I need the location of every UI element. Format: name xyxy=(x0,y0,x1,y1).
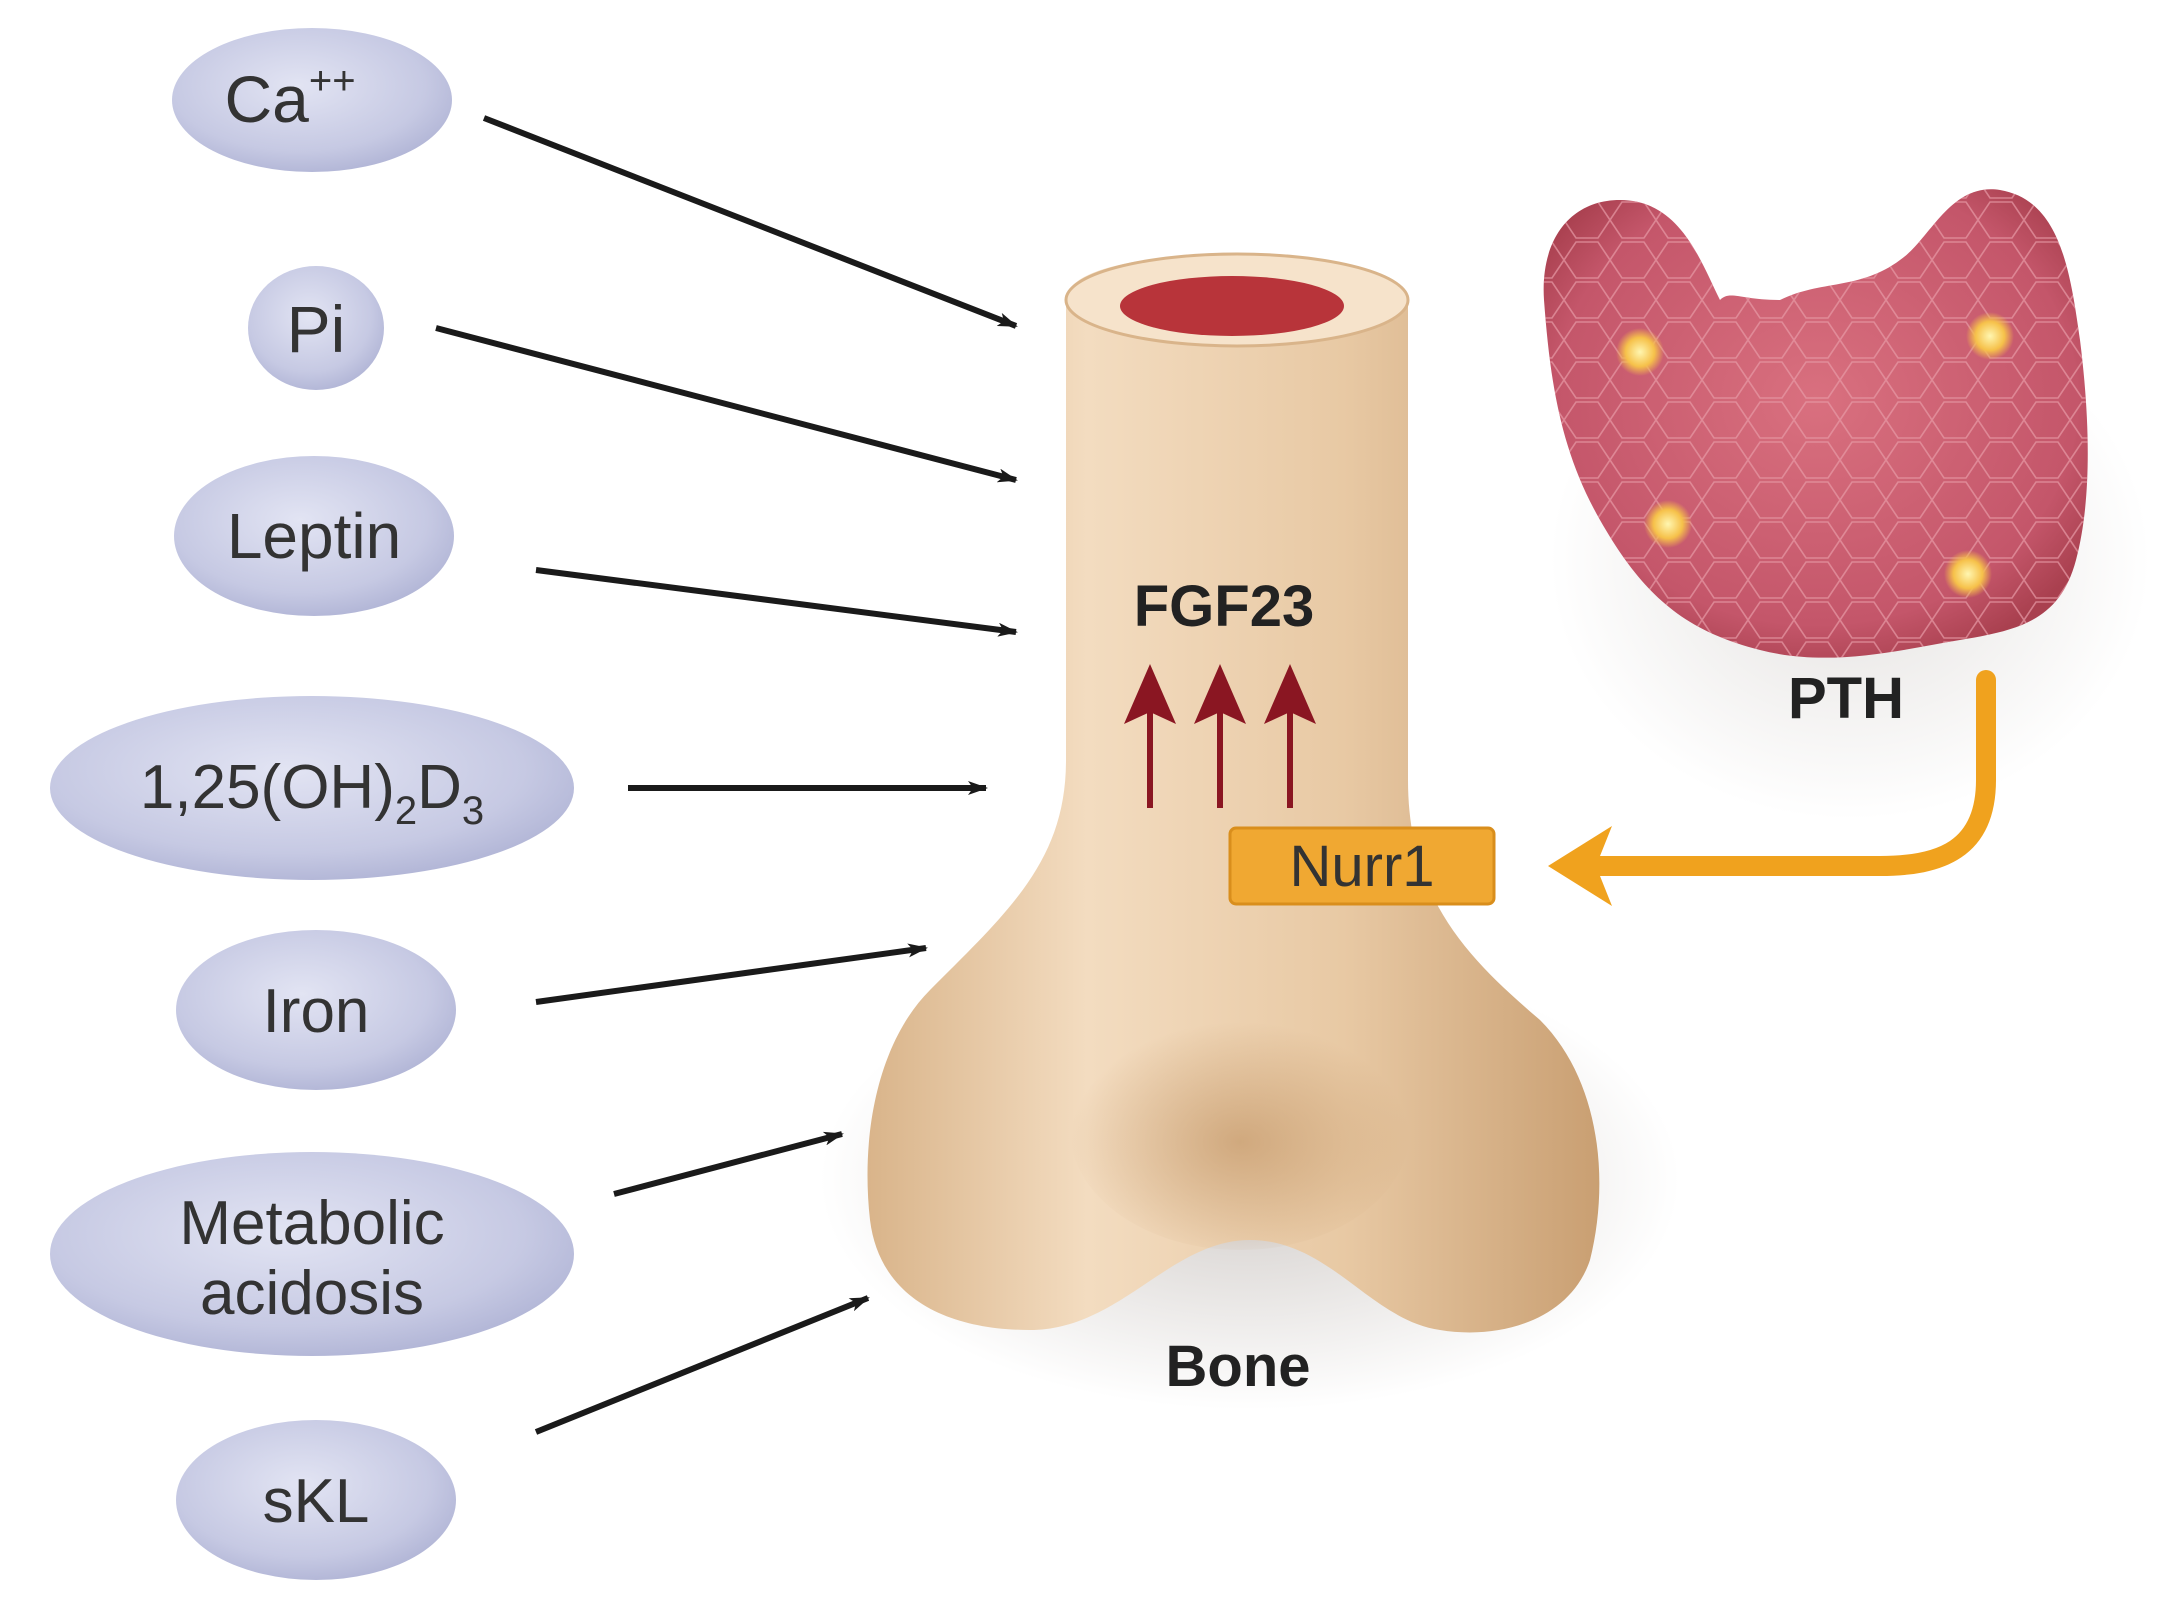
arrow-pi xyxy=(435,325,1018,483)
gland-dot-2 xyxy=(1966,312,2014,360)
label-iron: Iron xyxy=(263,977,370,1046)
svg-text:1,25(OH)2D3: 1,25(OH)2D3 xyxy=(140,753,484,833)
factor-ca: Ca++ xyxy=(172,28,452,172)
factor-skl: sKL xyxy=(176,1420,456,1580)
arrow-skl xyxy=(534,1295,870,1435)
up-arrow-1 xyxy=(1124,664,1176,808)
gland-dot-3 xyxy=(1644,500,1692,548)
factor-vitd: 1,25(OH)2D3 xyxy=(50,696,574,880)
label-bone: Bone xyxy=(1166,1334,1311,1399)
factor-acidosis: Metabolic acidosis xyxy=(50,1152,574,1356)
ellipse-iron xyxy=(176,930,456,1090)
up-arrow-3 xyxy=(1264,664,1316,808)
ellipse-vitd xyxy=(50,696,574,880)
label-leptin: Leptin xyxy=(227,500,401,572)
label-skl: sKL xyxy=(263,1467,370,1536)
label-vitd-sub-a: 2 xyxy=(395,789,417,833)
up-arrow-2 xyxy=(1194,664,1246,808)
label-pi: Pi xyxy=(287,292,346,366)
nurr1-box: Nurr1 xyxy=(1228,826,1496,906)
label-acidosis-1: Metabolic xyxy=(179,1189,444,1258)
arrow-leptin xyxy=(535,567,1018,637)
label-ca-sup: ++ xyxy=(309,59,356,103)
gland-dot-1 xyxy=(1616,328,1664,376)
fgf23-up-arrows xyxy=(1124,664,1316,808)
svg-text:Ca++: Ca++ xyxy=(224,59,355,136)
label-vitd-b: D xyxy=(417,753,462,822)
gland-dot-4 xyxy=(1944,550,1992,598)
factor-leptin: Leptin xyxy=(174,456,454,616)
label-vitd-a: 1,25(OH) xyxy=(140,753,395,822)
label-nurr1: Nurr1 xyxy=(1289,834,1434,899)
label-acidosis-2: acidosis xyxy=(200,1259,424,1328)
ellipse-ca xyxy=(172,28,452,172)
bone-shape xyxy=(867,256,1600,1333)
factor-iron: Iron xyxy=(176,930,456,1090)
arrow-ca xyxy=(482,115,1018,329)
arrow-iron xyxy=(535,943,928,1005)
factor-arrows xyxy=(435,115,1018,1435)
bone-illustration xyxy=(867,252,1600,1333)
factor-pi: Pi xyxy=(248,266,384,390)
pth-arrow xyxy=(1548,670,1996,906)
bone-marrow xyxy=(1120,276,1344,336)
ellipse-pi xyxy=(248,266,384,390)
label-pth: PTH xyxy=(1788,666,1904,731)
label-ca: Ca xyxy=(224,62,309,136)
ellipse-skl xyxy=(176,1420,456,1580)
label-fgf23: FGF23 xyxy=(1134,574,1315,639)
parathyroid-gland xyxy=(1543,189,2088,658)
ellipse-leptin xyxy=(174,456,454,616)
label-vitd-sub-b: 3 xyxy=(462,789,484,833)
arrow-acidosis xyxy=(613,1131,844,1197)
ellipse-acidosis xyxy=(50,1152,574,1356)
